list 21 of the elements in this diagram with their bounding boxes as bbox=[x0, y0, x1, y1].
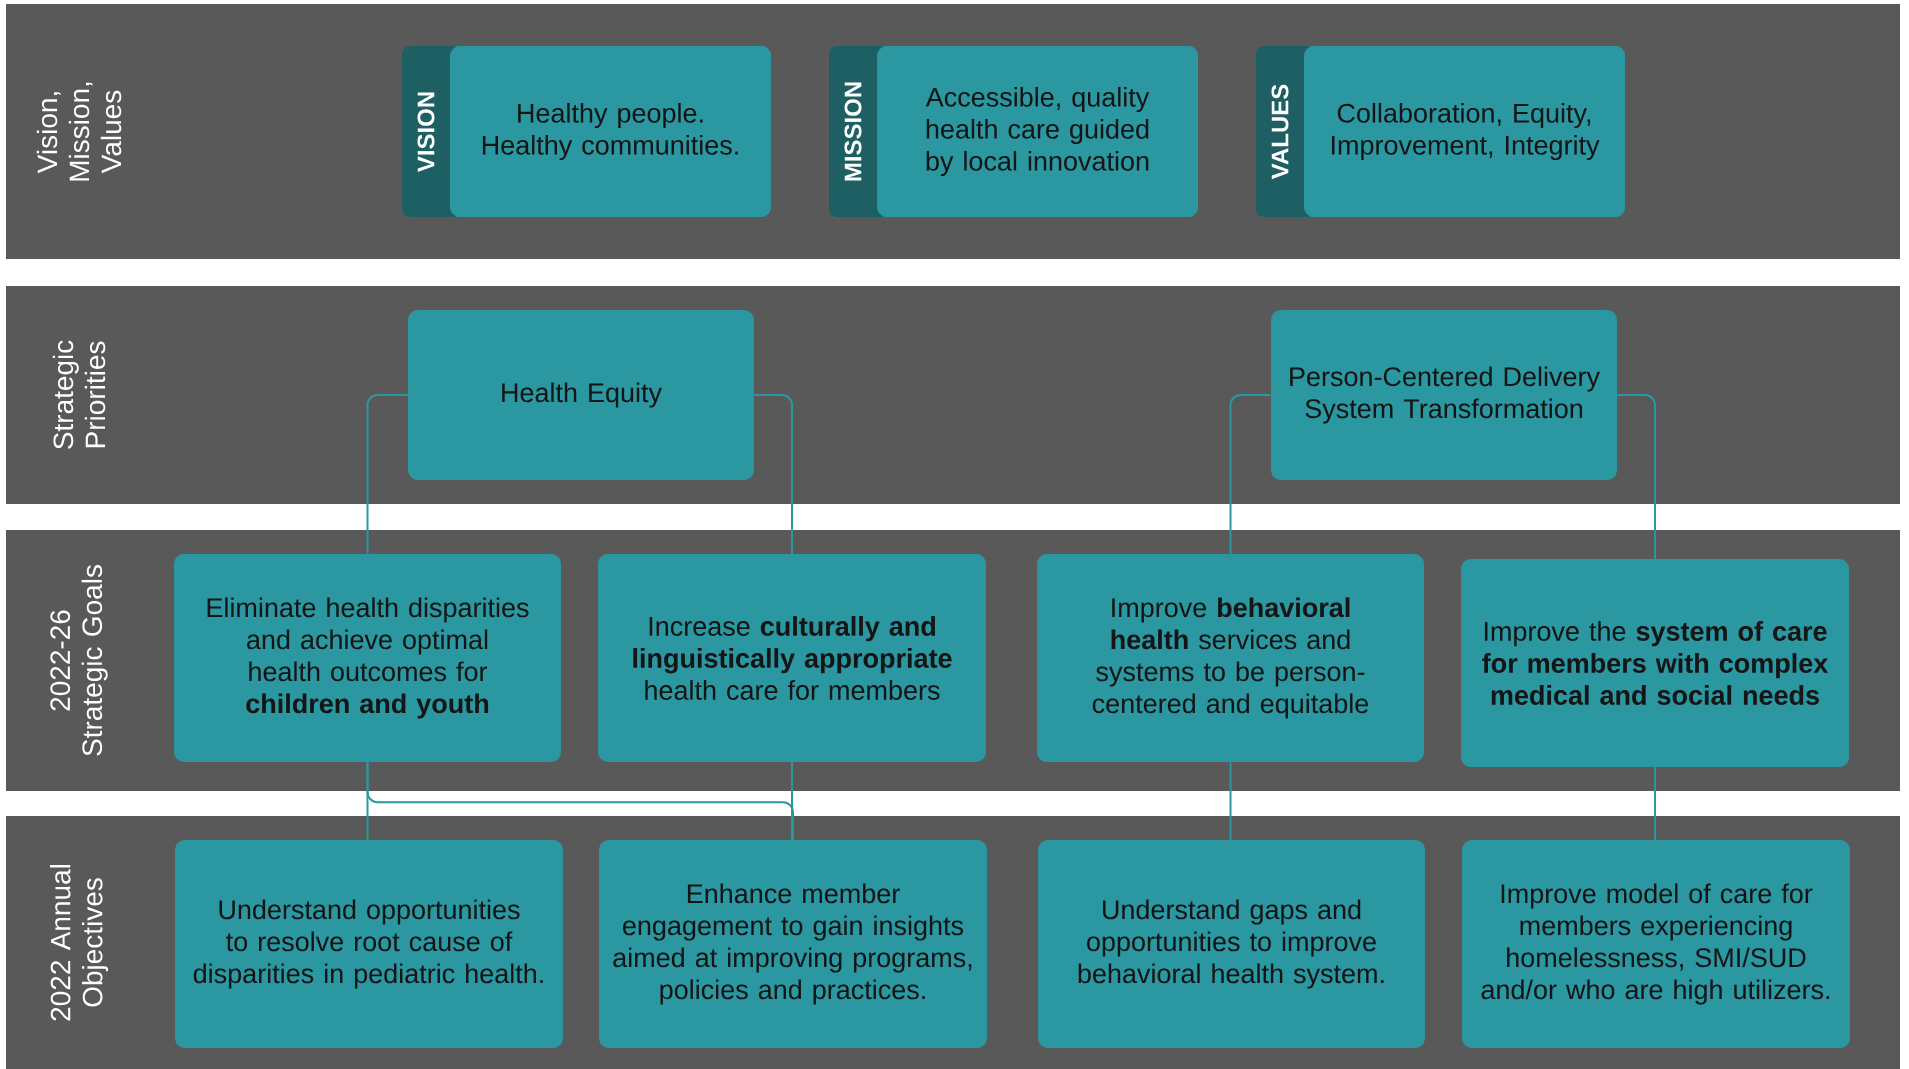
text-box: Improve the system of care for members with complex medical and social needs bbox=[1461, 559, 1849, 767]
connector-line bbox=[366, 761, 794, 841]
statement-card: MISSION Accessible, quality health care guided by local innovation bbox=[829, 46, 1198, 217]
connector-line bbox=[791, 761, 793, 841]
connector-line bbox=[1616, 394, 1656, 560]
text-box: Health Equity bbox=[408, 310, 754, 480]
statement-card: VISION Healthy people. Healthy communities. bbox=[402, 46, 771, 217]
text-box: Understand gaps and opportunities to improve behavioral health system. bbox=[1038, 840, 1425, 1048]
connector-line bbox=[1654, 766, 1656, 841]
connector-line bbox=[1229, 394, 1272, 555]
text-box: Increase culturally and linguistically appropriate health care for members bbox=[598, 554, 986, 762]
text-box: Person-Centered Delivery System Transformation bbox=[1271, 310, 1617, 480]
connector-line bbox=[366, 394, 409, 555]
text-box: Improve behavioral health services and systems to be person-centered and equitable bbox=[1037, 554, 1424, 762]
text-box: Enhance member engagement to gain insights aimed at improving programs, policies and practices. bbox=[599, 840, 987, 1048]
connector-line bbox=[1229, 761, 1232, 841]
text-box: Understand opportunities to resolve root cause of disparities in pediatric health. bbox=[175, 840, 563, 1048]
connector-line bbox=[753, 394, 793, 555]
text-box: Eliminate health disparities and achieve optimal health outcomes for children and youth bbox=[174, 554, 561, 762]
text-box: Improve model of care for members experiencing homelessness, SMI/SUD and/or who are high utilizers. bbox=[1462, 840, 1850, 1048]
statement-card: VALUES Collaboration, Equity, Improvement, Integrity bbox=[1256, 46, 1625, 217]
